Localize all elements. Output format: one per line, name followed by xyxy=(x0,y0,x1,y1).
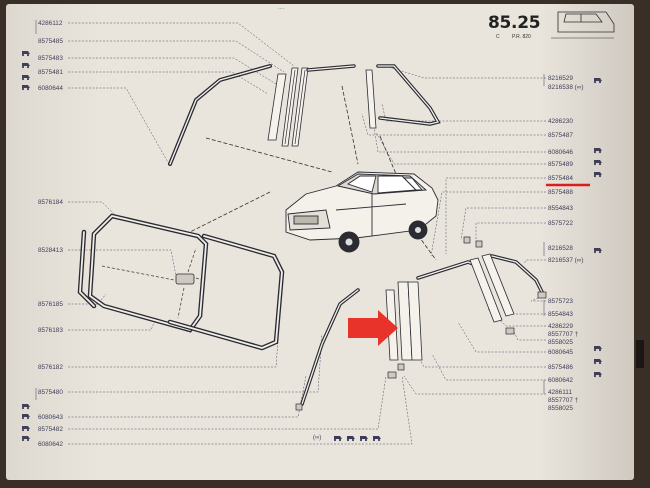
car-illustration xyxy=(285,171,439,253)
right-part-number: 8575723 xyxy=(548,298,573,305)
roof-strip xyxy=(306,64,356,72)
right-part-number: 8575489 xyxy=(548,161,573,168)
left-part-number: 8576185 xyxy=(38,301,63,308)
left-part-number: 8575485 xyxy=(38,38,63,45)
door-pillar-strips xyxy=(385,281,423,361)
left-part-number: 8575482 xyxy=(38,426,63,433)
pillar-strips xyxy=(267,67,309,147)
right-part-number: 4286111 xyxy=(548,389,572,396)
left-part-number: 8575480 xyxy=(38,389,63,396)
quarter-window-frame xyxy=(168,64,272,166)
right-part-number: 8557707 † xyxy=(548,331,579,338)
right-part-number: 8575487 xyxy=(548,132,573,139)
front-door-frame xyxy=(300,254,546,406)
left-part-number: 8576182 xyxy=(38,364,63,371)
right-part-number: 8575488 xyxy=(548,189,573,196)
right-part-number: 6080642 xyxy=(548,377,573,384)
left-part-number: 4286112 xyxy=(38,20,63,27)
plate-number: 85.25 xyxy=(488,13,541,33)
legend-symbol: (∞) xyxy=(313,435,322,441)
left-part-number: 8575481 xyxy=(38,69,63,76)
right-part-number: 8216538 (∞) xyxy=(548,84,584,91)
car-symbol-icons xyxy=(21,51,602,442)
gasket-joint xyxy=(175,273,195,285)
right-part-number: 4286230 xyxy=(548,118,573,125)
car-thumbnail-icon xyxy=(557,11,615,33)
right-part-number: 8557707 † xyxy=(548,397,579,404)
right-part-number: 8575484 xyxy=(548,175,573,182)
left-part-number: 8576183 xyxy=(38,327,63,334)
right-part-number: 4286229 xyxy=(548,323,573,330)
red-arrow-icon xyxy=(348,310,398,346)
rear-window-gasket xyxy=(77,213,285,351)
clips xyxy=(295,236,547,411)
left-part-number: 8575483 xyxy=(38,55,63,62)
left-part-number: 8528413 xyxy=(38,247,63,254)
leader-lines xyxy=(68,22,546,445)
right-part-number: 8575722 xyxy=(548,220,573,227)
left-part-number: 6080643 xyxy=(38,414,63,421)
right-part-number: 8216537 (∞) xyxy=(548,257,584,264)
right-part-number: 8558025 xyxy=(548,405,573,412)
right-part-number: 8558025 xyxy=(548,339,573,346)
right-part-number: 8216529 xyxy=(548,75,573,82)
catalog-page: 85.25 C P.R. 820 .... (∞) 4286112 8575485… xyxy=(6,4,634,480)
binder-tab xyxy=(636,340,644,368)
left-part-number: 6080644 xyxy=(38,85,63,92)
right-part-number: 8575486 xyxy=(548,364,573,371)
right-part-number: 6080646 xyxy=(548,149,573,156)
right-part-number: 8554843 xyxy=(548,311,573,318)
plate-sub-right: P.R. 820 xyxy=(512,34,531,40)
right-part-number: 8554843 xyxy=(548,205,573,212)
left-part-number: 6080642 xyxy=(38,441,63,448)
left-part-number: 8576184 xyxy=(38,199,63,206)
top-dots: .... xyxy=(278,5,285,11)
rear-quarter-frame xyxy=(365,64,441,129)
right-part-number: 8216528 xyxy=(548,245,573,252)
right-part-number: 6080645 xyxy=(548,349,573,356)
parts-diagram xyxy=(21,11,615,445)
plate-sub-left: C xyxy=(496,34,500,40)
